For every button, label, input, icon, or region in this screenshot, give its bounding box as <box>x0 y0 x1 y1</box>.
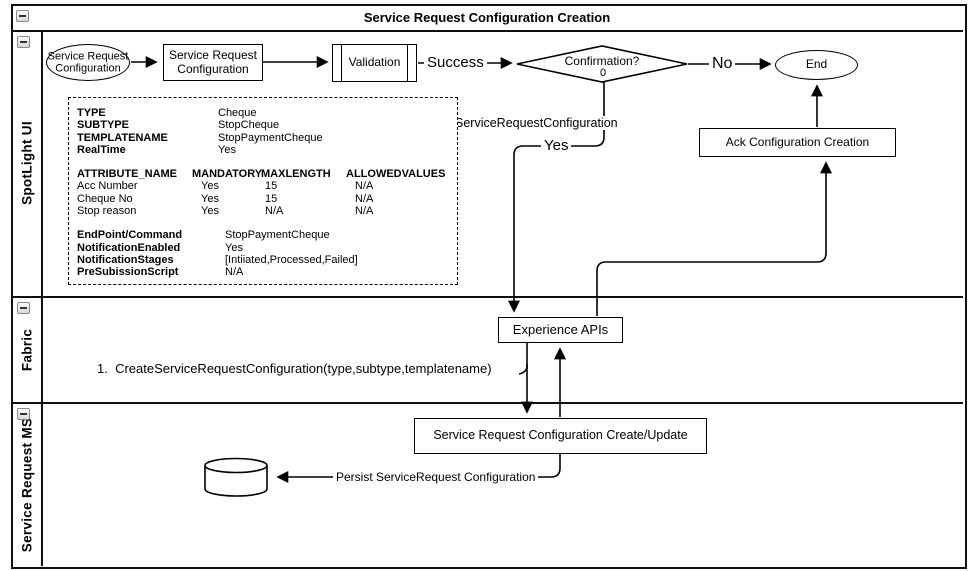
attr-cell: Cheque No <box>77 192 133 205</box>
spec-key: TYPE <box>77 107 106 119</box>
diagram-title: Service Request Configuration Creation <box>363 10 611 25</box>
end-event-label: End <box>805 57 828 72</box>
decision-tail-label: 0 <box>600 67 607 79</box>
attr-cell: 15 <box>265 180 278 193</box>
spec-key: TEMPLATENAME <box>77 131 168 144</box>
start-event: Service Request Configuration <box>46 44 130 81</box>
attr-cell: N/A <box>355 180 374 193</box>
success-branch-label: Success <box>424 54 487 71</box>
spec-value: Cheque <box>218 107 257 119</box>
start-event-label: Service Request Configuration <box>47 50 129 75</box>
subprocess-left-bar <box>341 44 342 82</box>
lane-service-request-ms-label: Service Request MS <box>19 417 34 553</box>
attr-cell: Yes <box>201 205 219 218</box>
minus-glyph <box>20 307 27 309</box>
spec-key: NotificationStages <box>77 253 174 266</box>
end-event: End <box>775 50 858 80</box>
spec-value: StopPaymentCheque <box>225 229 330 242</box>
validation-label: Validation <box>348 55 401 70</box>
collapse-lane-spotlight-icon[interactable] <box>17 36 30 48</box>
minus-glyph <box>19 15 26 17</box>
spec-row: NotificationEnabled Yes <box>77 242 451 254</box>
lane-label-divider <box>41 30 43 566</box>
spec-value: Yes <box>218 143 236 156</box>
attr-header: ATTRIBUTE_NAME <box>77 168 178 181</box>
spec-row: TEMPLATENAME StopPaymentCheque <box>77 132 451 144</box>
spec-row: SUBTYPE StopCheque <box>77 119 451 131</box>
yes-branch-label: Yes <box>541 137 572 154</box>
lane-divider-1 <box>11 296 963 298</box>
collapse-diagram-icon[interactable] <box>16 10 29 22</box>
lane-service-request-ms: Service Request MS <box>12 404 41 566</box>
minus-glyph <box>20 41 27 43</box>
spec-value: StopCheque <box>218 119 280 132</box>
spec-key: RealTime <box>77 143 126 156</box>
spec-key: PreSubissionScript <box>77 266 179 279</box>
minus-glyph <box>20 413 27 415</box>
spec-key: SUBTYPE <box>77 119 129 132</box>
spec-row: EndPoint/Command StopPaymentCheque <box>77 229 451 241</box>
service-request-configuration-box: Service Request Configuration <box>163 44 263 81</box>
attr-cell: N/A <box>355 205 374 218</box>
spec-value: N/A <box>225 266 244 279</box>
attr-header: MAXLENGTH <box>261 168 331 181</box>
persist-label: Persist ServiceRequest Configuration <box>333 470 539 484</box>
confirmation-decision-label: Confirmation? <box>564 54 640 68</box>
attribute-table: ATTRIBUTE_NAME MANDATORY MAXLENGTH ALLOW… <box>77 168 451 217</box>
spec-spacer <box>77 217 451 229</box>
attr-cell: 15 <box>265 192 278 205</box>
validation-subprocess-box: Validation <box>332 44 417 82</box>
spec-key: EndPoint/Command <box>77 229 183 242</box>
spec-row: RealTime Yes <box>77 144 451 156</box>
lane-spotlight-ui: SpotLight UI <box>12 30 41 296</box>
spec-row: NotificationStages [Intiiated,Processed,F… <box>77 254 451 266</box>
diagram-frame <box>11 4 967 569</box>
attr-cell: N/A <box>265 205 284 218</box>
create-update-label: Service Request Configuration Create/Upd… <box>433 428 688 443</box>
spec-row: PreSubissionScript N/A <box>77 266 451 278</box>
spec-key: NotificationEnabled <box>77 241 181 254</box>
spec-value: [Intiiated,Processed,Failed] <box>225 253 358 266</box>
lane-spotlight-ui-label: SpotLight UI <box>19 121 34 205</box>
service-request-configuration-label: Service Request Configuration <box>168 48 258 76</box>
no-branch-label: No <box>709 55 736 73</box>
spec-value: StopPaymentCheque <box>218 131 323 144</box>
collapse-lane-fabric-icon[interactable] <box>17 302 30 314</box>
attr-cell: Stop reason <box>77 205 137 218</box>
spec-value: Yes <box>225 241 243 254</box>
attr-cell: Yes <box>201 180 219 193</box>
collapse-lane-service-request-ms-icon[interactable] <box>17 408 30 420</box>
payload-label: ServiceRequestConfiguration <box>452 116 621 130</box>
spec-spacer <box>77 156 451 168</box>
spec-row: TYPE Cheque <box>77 107 451 119</box>
experience-apis-box: Experience APIs <box>498 317 623 343</box>
create-update-box: Service Request Configuration Create/Upd… <box>414 418 707 454</box>
ack-configuration-creation-box: Ack Configuration Creation <box>699 128 896 157</box>
create-call-label: 1. CreateServiceRequestConfiguration(typ… <box>97 361 492 376</box>
attr-cell: Yes <box>201 192 219 205</box>
subprocess-right-bar <box>407 44 408 82</box>
attr-cell: Acc Number <box>77 180 138 193</box>
ack-configuration-creation-label: Ack Configuration Creation <box>725 134 870 149</box>
lane-divider-2 <box>11 402 963 404</box>
attr-header: MANDATORY <box>192 168 263 181</box>
configuration-spec-note: TYPE Cheque SUBTYPE StopCheque TEMPLATENAM… <box>68 97 458 285</box>
attr-cell: N/A <box>355 192 374 205</box>
experience-apis-label: Experience APIs <box>512 322 609 338</box>
lane-fabric-label: Fabric <box>19 328 34 372</box>
title-bar <box>11 4 963 32</box>
attr-header: ALLOWEDVALUES <box>346 168 446 181</box>
